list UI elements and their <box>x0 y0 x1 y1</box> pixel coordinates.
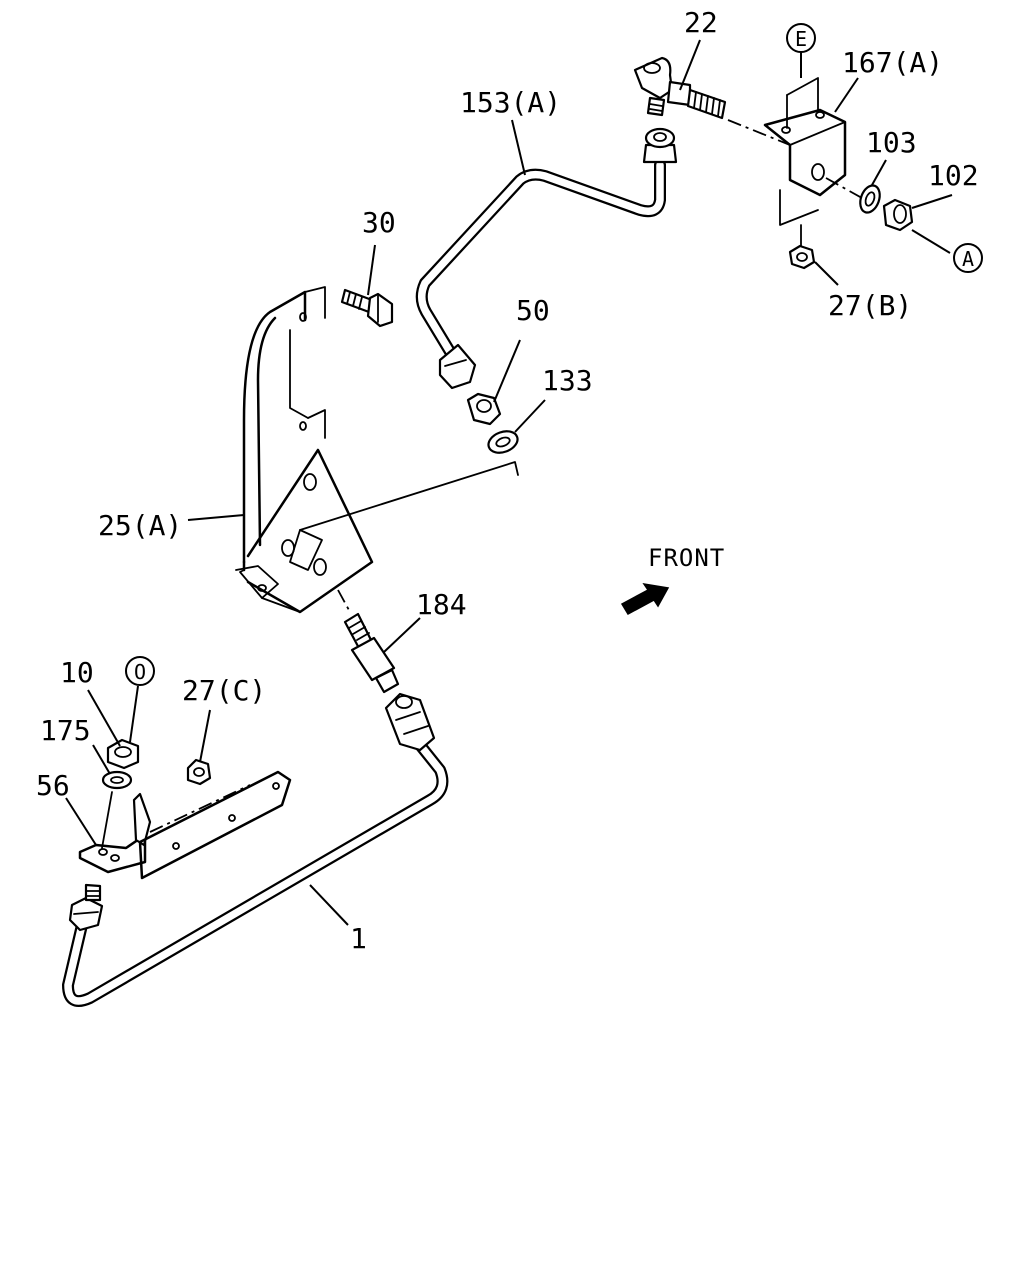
pipe-1 <box>62 692 449 1007</box>
callout-10: 10 <box>60 656 94 689</box>
callout-184: 184 <box>416 588 467 621</box>
washer-175 <box>101 770 133 790</box>
nut-102 <box>882 198 914 232</box>
marker-e: E <box>786 23 816 53</box>
callout-175: 175 <box>40 714 91 747</box>
bolt-30 <box>340 288 394 328</box>
callout-103: 103 <box>866 126 917 159</box>
callout-133: 133 <box>542 364 593 397</box>
callout-1: 1 <box>350 922 367 955</box>
union-22 <box>633 56 727 120</box>
callout-56: 56 <box>36 769 70 802</box>
nut-50 <box>466 392 502 426</box>
nut-10 <box>106 738 140 770</box>
front-label: FRONT <box>648 544 725 572</box>
bracket-167a <box>763 77 863 249</box>
bracket-56 <box>78 770 292 880</box>
callout-30: 30 <box>362 206 396 239</box>
washer-133 <box>487 430 519 454</box>
axis-184 <box>337 589 351 613</box>
marker-a: A <box>953 243 983 273</box>
front-arrow <box>620 582 670 615</box>
callout-50: 50 <box>516 294 550 327</box>
svg-text:A: A <box>962 247 974 271</box>
svg-text:E: E <box>795 27 807 51</box>
axis-175 <box>101 791 113 849</box>
svg-text:O: O <box>134 660 146 684</box>
callout-27c: 27(C) <box>182 674 266 707</box>
connector-184 <box>343 612 400 694</box>
marker-o: O <box>125 656 155 686</box>
callout-153a: 153(A) <box>460 86 561 119</box>
axis-22-167a <box>727 119 791 146</box>
pipe-153a <box>415 127 678 390</box>
callout-102: 102 <box>928 159 979 192</box>
leader-lines <box>65 39 953 926</box>
washer-103 <box>859 184 881 214</box>
callout-25a: 25(A) <box>98 509 182 542</box>
bracket-25a <box>235 286 519 614</box>
callout-167a: 167(A) <box>842 46 943 79</box>
nut-27b <box>788 244 816 270</box>
nut-27c <box>186 758 212 786</box>
callout-22: 22 <box>684 6 718 39</box>
callout-27b: 27(B) <box>828 289 912 322</box>
